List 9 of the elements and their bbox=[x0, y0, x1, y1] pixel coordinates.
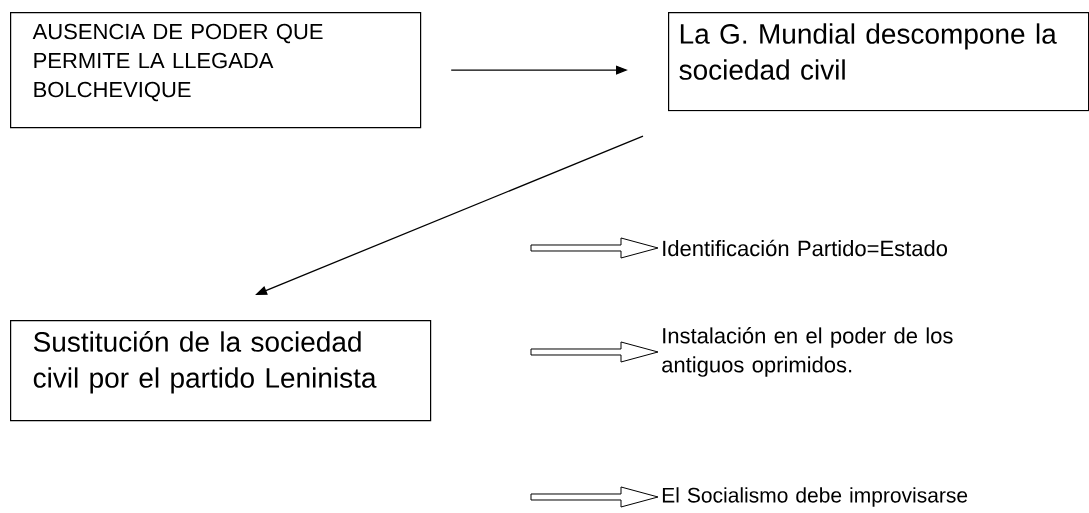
process-box: Sustitución de la sociedad civil por el partido Leninista bbox=[10, 320, 432, 422]
block-arrow bbox=[530, 341, 659, 363]
text-label: Instalación en el poder de los antiguos oprimidos. bbox=[662, 327, 953, 377]
process-box: AUSENCIA DE PODER QUE PERMITE LA LLEGADA BOLCHEVIQUE bbox=[10, 12, 422, 129]
block-arrow bbox=[530, 237, 659, 259]
process-box: La G. Mundial descompone la sociedad civil bbox=[668, 12, 1089, 112]
block-arrow bbox=[530, 486, 659, 508]
text-label: El Socialismo debe improvisarse bbox=[662, 487, 968, 507]
text-label: Identificación Partido=Estado bbox=[663, 239, 947, 257]
